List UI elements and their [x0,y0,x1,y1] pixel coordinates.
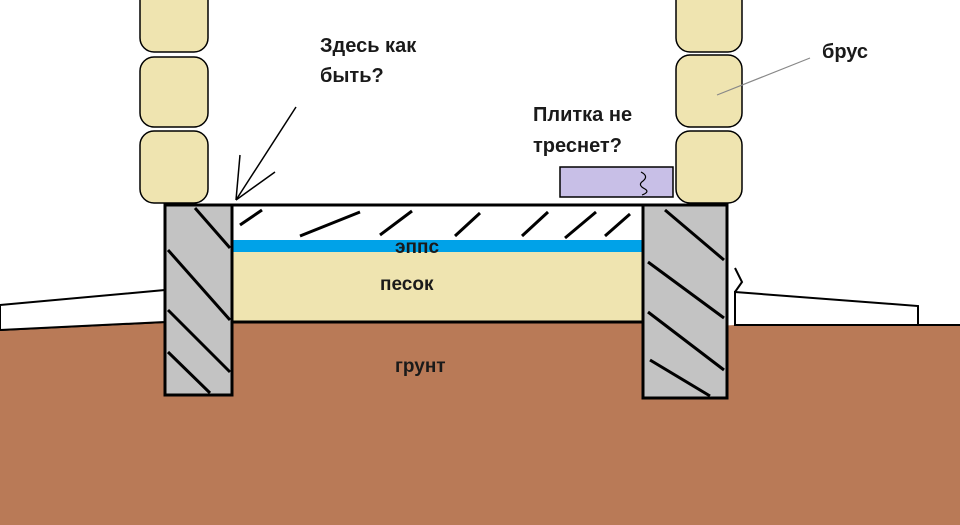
ground-area [0,322,960,525]
question-here-line2: быть? [320,65,384,87]
blind-area-left [0,288,166,332]
blind-area-right-edge [734,267,744,293]
arrow-icon [235,106,297,201]
foundation-left [163,203,234,397]
tile-piece [559,166,674,198]
question-here-line1: Здесь как [320,35,417,57]
screed-layer [232,203,643,243]
timber-wall-right [675,0,743,204]
sand-layer [232,252,643,322]
tile-question-line2: треснет? [533,135,622,157]
sand-label: песок [380,274,434,295]
tile-question-line1: Плитка не [533,104,632,126]
timber-wall-left [139,0,209,204]
ground-label: грунт [395,356,446,377]
timber-pointer-line [716,57,811,96]
epps-label: эппс [395,237,439,258]
blind-area-right [734,290,919,326]
foundation-right [641,203,729,400]
epps-layer [230,240,642,252]
timber-label: брус [822,41,868,63]
